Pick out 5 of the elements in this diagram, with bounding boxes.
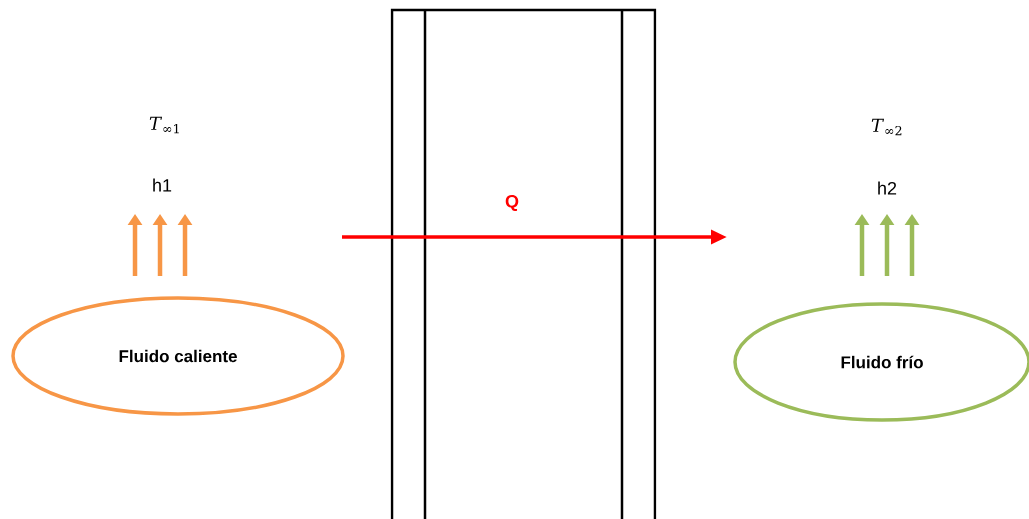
heat-label: Q <box>505 194 519 212</box>
coefficient-label: h1 <box>153 178 172 192</box>
coefficient-label: h2 <box>878 181 897 195</box>
formula-label: T$_{∞2}$ <box>871 118 902 136</box>
formula-label: T$_{∞1}$ <box>149 116 179 134</box>
